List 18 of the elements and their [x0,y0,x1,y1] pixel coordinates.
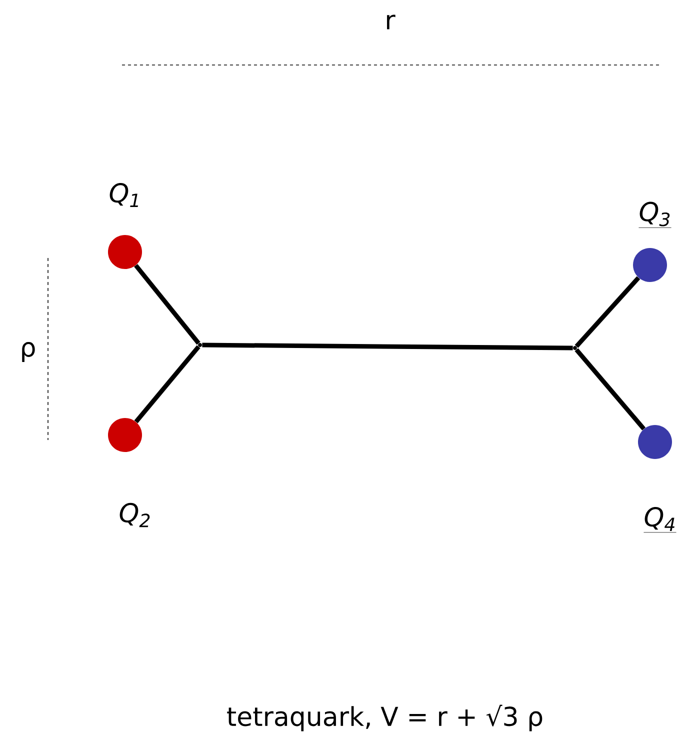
dimension-label: ρ [22,342,35,362]
quark-label: Q$_{1}$ [110,183,138,207]
string-line [134,264,200,345]
quark-label: Q$_{4}$ [644,507,676,533]
junction-point [573,346,577,350]
quark-label: Q$_{2}$ [120,502,150,528]
quark-label: Q$_{3}$ [638,202,672,228]
string-line [574,276,640,348]
junction-point [198,343,202,347]
dimension-label: r [387,14,396,30]
string-line [574,348,646,430]
string-line [134,345,200,424]
quark-dot [108,235,142,269]
string-line [202,342,573,350]
caption: tetraquark, V = r + √3 ρ [227,704,542,732]
quark-dot [638,425,672,459]
quark-dot [108,418,142,452]
quark-dot [633,248,667,282]
